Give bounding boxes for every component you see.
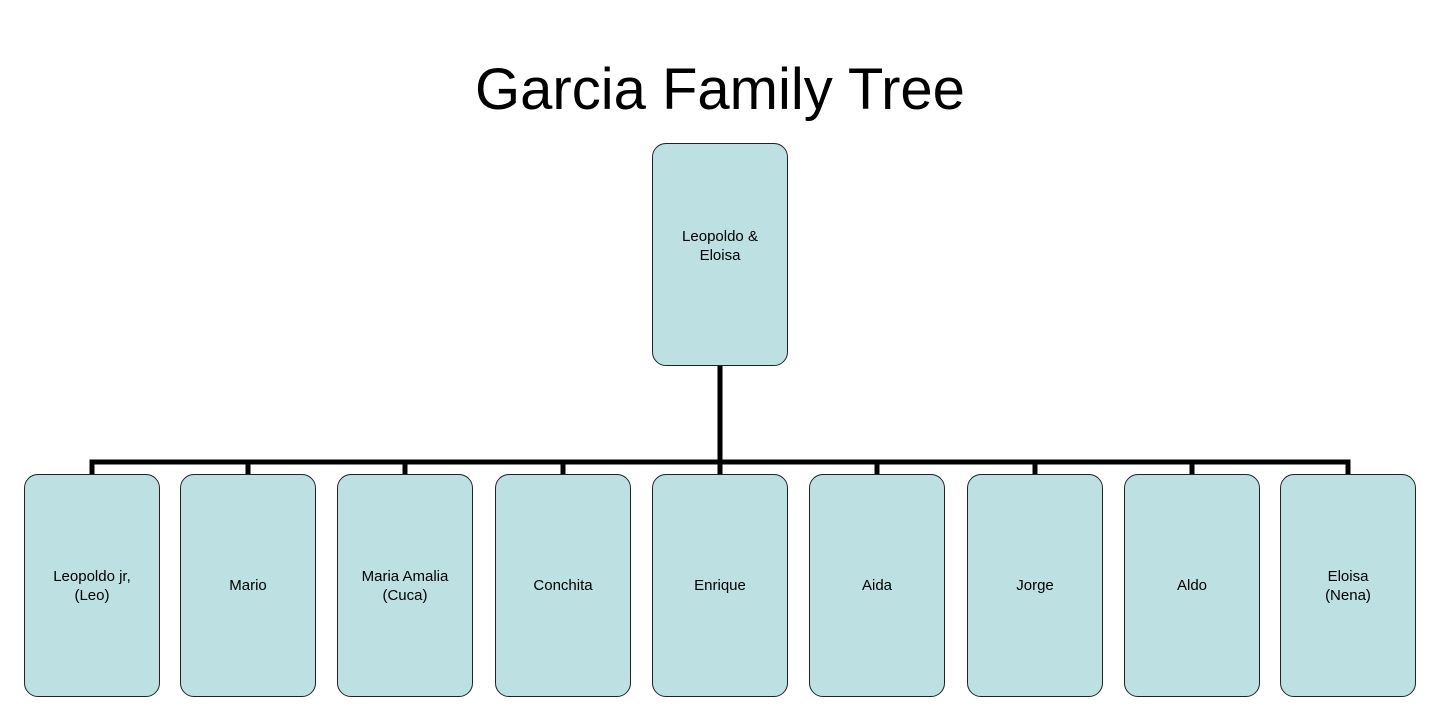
child-node-conchita[interactable]: Conchita [495,474,631,697]
child-node-aida[interactable]: Aida [809,474,945,697]
child-node-aldo[interactable]: Aldo [1124,474,1260,697]
root-node[interactable]: Leopoldo & Eloisa [652,143,788,366]
child-node-label: Aldo [1176,577,1208,594]
child-node-label: Conchita [533,577,593,594]
child-node-label: Mario [229,577,267,594]
child-node-label: Eloisa (Nena) [1325,567,1371,604]
child-node-label: Jorge [1016,577,1054,594]
child-node-leopoldo-jr[interactable]: Leopoldo jr, (Leo) [24,474,160,697]
page-title: Garcia Family Tree [475,57,965,122]
child-node-label: Leopoldo jr, (Leo) [53,567,131,604]
child-node-label: Maria Amalia (Cuca) [361,567,449,604]
child-node-enrique[interactable]: Enrique [652,474,788,697]
child-node-maria-amalia[interactable]: Maria Amalia (Cuca) [337,474,473,697]
child-node-jorge[interactable]: Jorge [967,474,1103,697]
child-node-eloisa-nena[interactable]: Eloisa (Nena) [1280,474,1416,697]
child-node-label: Enrique [694,577,746,594]
child-node-mario[interactable]: Mario [180,474,316,697]
root-node-label: Leopoldo & Eloisa [682,227,758,264]
child-node-label: Aida [861,577,893,594]
